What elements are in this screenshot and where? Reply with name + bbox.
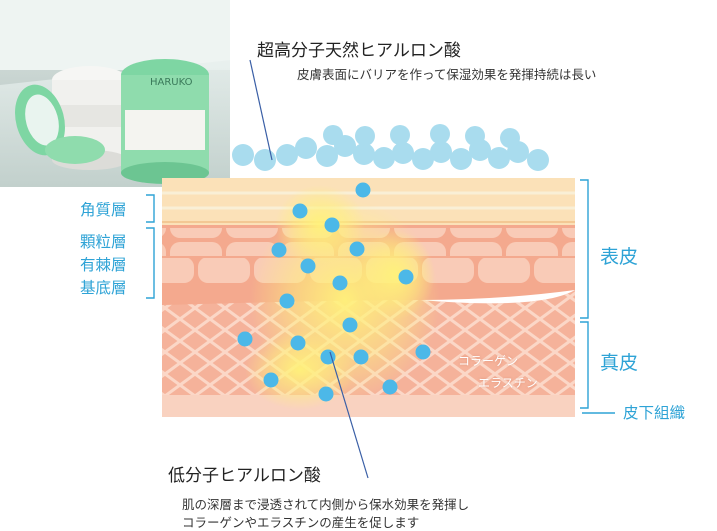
label-stratum-spinosum: 有棘層: [80, 256, 127, 274]
surface-bubbles: [232, 124, 549, 171]
low-molecular-description-line1: 肌の深層まで浸透されて内側から保水効果を発揮し: [182, 497, 470, 512]
label-stratum-corneum: 角質層: [80, 201, 127, 219]
label-epidermis: 表皮: [600, 246, 639, 268]
label-collagen: コラーゲン: [458, 354, 519, 368]
high-molecular-description: 皮膚表面にバリアを作って保湿効果を発揮持続は長い: [297, 67, 597, 82]
label-subcutis: 皮下組織: [623, 404, 686, 422]
label-stratum-granulosum: 顆粒層: [80, 233, 127, 251]
subcutis-layer: [162, 395, 575, 417]
low-leader-line: [329, 351, 369, 479]
left-brackets: [146, 194, 155, 299]
label-stratum-basale: 基底層: [80, 279, 127, 297]
high-molecular-title: 超高分子天然ヒアルロン酸: [257, 41, 461, 61]
low-molecular-molecules: [237, 182, 431, 402]
low-molecular-title: 低分子ヒアルロン酸: [168, 466, 321, 486]
product-photo: HARUKO: [0, 0, 230, 187]
low-molecular-description-line2: コラーゲンやエラスチンの産生を促します: [182, 515, 420, 530]
label-elastin: エラスチン: [478, 376, 538, 390]
label-dermis: 真皮: [600, 352, 639, 374]
product-brand-text: HARUKO: [150, 77, 193, 88]
high-leader-line: [249, 59, 273, 161]
right-brackets: [580, 179, 615, 414]
